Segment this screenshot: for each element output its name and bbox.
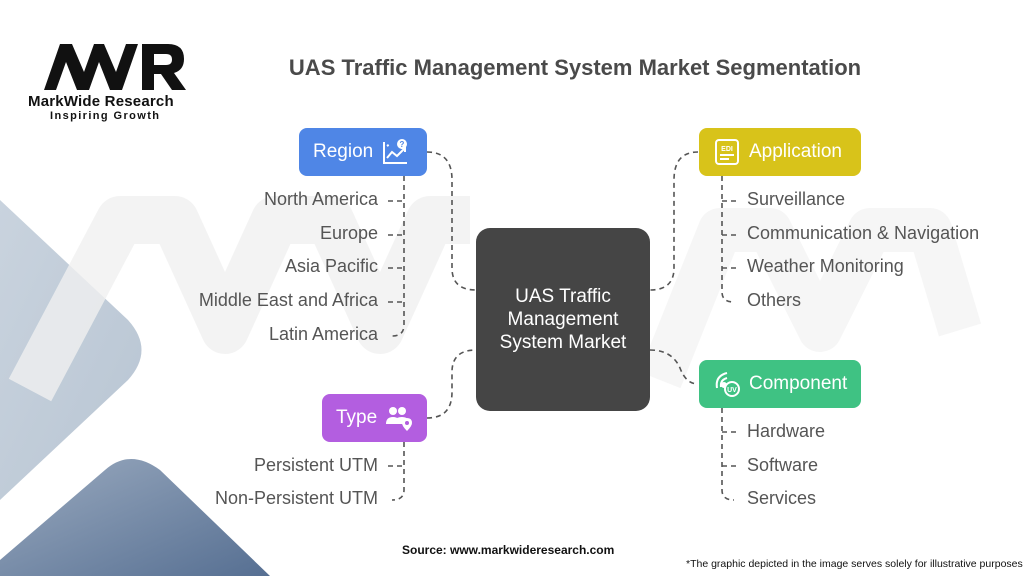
brand-name: MarkWide Research [28, 93, 174, 110]
category-region: Region ? [299, 128, 427, 176]
region-item: North America [263, 189, 378, 209]
region-item: Latin America [268, 324, 378, 344]
region-item: Middle East and Africa [198, 290, 378, 310]
component-item: Hardware [747, 421, 826, 441]
application-item: Weather Monitoring [747, 256, 904, 276]
component-item: Software [747, 455, 819, 475]
svg-text:EDI: EDI [721, 146, 733, 153]
disclaimer-note: *The graphic depicted in the image serve… [686, 558, 1023, 570]
type-item: Non-Persistent UTM [214, 488, 378, 508]
category-component: UV Component [699, 360, 861, 408]
brand-logo: MarkWide Research Inspiring Growth [28, 38, 198, 122]
edi-document-icon: EDI [713, 138, 741, 166]
page-title: UAS Traffic Management System Market Seg… [288, 55, 862, 80]
brand-tagline: Inspiring Growth [50, 110, 161, 122]
region-item: Europe [319, 223, 378, 243]
category-region-label: Region [313, 141, 374, 162]
watermark [8, 196, 470, 402]
category-type: Type [322, 394, 427, 442]
svg-text:?: ? [400, 140, 405, 149]
application-item: Others [747, 290, 802, 310]
type-item: Persistent UTM [253, 455, 378, 475]
mwr-logo-icon [44, 44, 186, 90]
center-node-label: UAS Traffic Management System Market [499, 286, 627, 353]
application-item: Surveillance [747, 189, 846, 209]
category-component-label: Component [749, 373, 848, 394]
category-application-label: Application [749, 141, 842, 162]
region-item: Asia Pacific [284, 256, 378, 276]
users-location-icon [385, 404, 413, 432]
chart-question-icon: ? [381, 138, 409, 166]
category-type-label: Type [336, 407, 378, 428]
center-node: UAS Traffic Management System Market [476, 228, 650, 411]
component-item: Services [747, 488, 817, 508]
source-credit: Source: www.markwideresearch.com [402, 543, 615, 557]
svg-text:UV: UV [727, 387, 737, 394]
bg-diamond-dark [0, 459, 270, 576]
watermark-right [639, 208, 982, 389]
category-application: EDI Application [699, 128, 861, 176]
uv-signal-icon: UV [713, 370, 741, 398]
application-item: Communication & Navigation [747, 223, 980, 243]
